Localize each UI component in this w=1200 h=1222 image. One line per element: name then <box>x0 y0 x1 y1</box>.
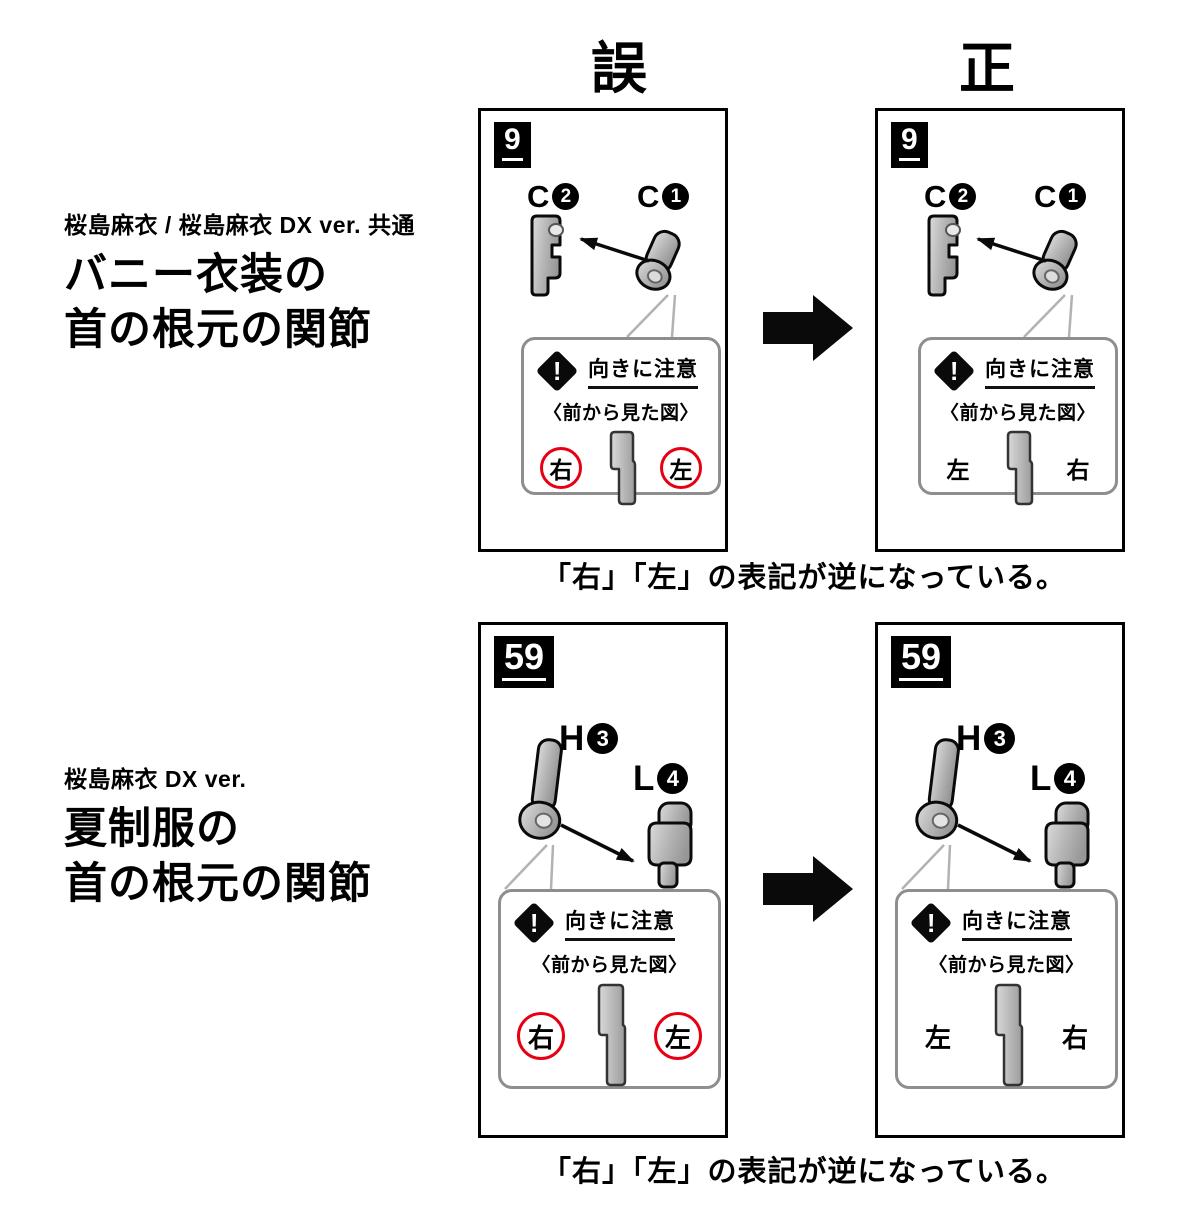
wrong-to-correct-arrow <box>763 856 853 922</box>
section1-label: 桜島麻衣 / 桜島麻衣 DX ver. 共通 バニー衣装の 首の根元の関節 <box>64 206 415 358</box>
part-illustration-c1 <box>1032 229 1078 291</box>
part-letter: C <box>637 179 660 214</box>
front-view-row: 右 左 <box>501 977 718 1091</box>
side-label-left: 右 <box>540 447 582 489</box>
front-view-part <box>1006 430 1034 506</box>
warning-header: ! 向きに注意 <box>501 892 718 945</box>
part-letter: C <box>1034 179 1057 214</box>
part-number-circle: 3 <box>984 723 1016 754</box>
header-correct: 正 <box>959 37 1017 100</box>
front-view-row: 右 左 <box>524 425 718 507</box>
orientation-warning-box: ! 向きに注意 〈前から見た図〉 左 右 <box>918 337 1118 506</box>
warning-title: 向きに注意 <box>565 905 675 941</box>
warning-subtitle: 〈前から見た図〉 <box>531 955 688 976</box>
part-letter: L <box>633 759 655 798</box>
errata-caption-1: 「右」「左」の表記が逆になっている。 <box>541 562 1067 594</box>
part-illustration-l4 <box>647 801 693 889</box>
front-view-row: 左 右 <box>898 977 1115 1091</box>
part-letter: L <box>1030 759 1052 798</box>
warning-subtitle: 〈前から見た図〉 <box>542 403 699 424</box>
header-wrong: 誤 <box>591 37 649 100</box>
side-label-right: 左 <box>660 447 702 489</box>
step-number-badge: 9 <box>891 122 928 168</box>
section2-label: 桜島麻衣 DX ver. 夏制服の 首の根元の関節 <box>64 760 372 912</box>
orientation-warning-box: ! 向きに注意 〈前から見た図〉 左 右 <box>895 889 1118 1089</box>
assembly-arrow <box>976 237 1047 263</box>
step-number-badge: 59 <box>494 636 555 688</box>
warning-diamond-icon: ! <box>932 349 976 393</box>
assembly-arrow <box>560 823 635 863</box>
section2-title-line2: 首の根元の関節 <box>64 860 372 909</box>
front-view-part <box>994 983 1023 1087</box>
step-number-badge: 59 <box>891 636 952 688</box>
warning-header: ! 向きに注意 <box>921 340 1115 393</box>
part-letter: H <box>559 719 585 758</box>
section2-title-line1: 夏制服の <box>64 805 240 853</box>
orientation-warning-box: ! 向きに注意 〈前から見た図〉 右 左 <box>498 889 721 1089</box>
part-illustration-l4 <box>1044 801 1090 889</box>
warning-header: ! 向きに注意 <box>898 892 1115 945</box>
part-number-circle: 3 <box>587 723 619 754</box>
warning-diamond-icon: ! <box>512 901 556 945</box>
warning-diamond-icon: ! <box>535 349 579 393</box>
part-illustration-c2 <box>530 214 564 297</box>
side-label-left: 左 <box>946 457 970 483</box>
errata-caption-2: 「右」「左」の表記が逆になっている。 <box>541 1156 1067 1188</box>
front-view-part <box>597 983 626 1087</box>
part-letter: C <box>527 179 550 214</box>
part-number-circle: 2 <box>949 183 977 210</box>
side-label-left: 右 <box>517 1012 565 1060</box>
side-label-right: 右 <box>1066 457 1090 483</box>
wrong-to-correct-arrow <box>763 295 853 361</box>
section1-title: バニー衣装の 首の根元の関節 <box>64 248 415 358</box>
section1-title-line2: 首の根元の関節 <box>64 306 372 355</box>
warning-subtitle: 〈前から見た図〉 <box>939 403 1096 424</box>
part-number-circle: 1 <box>662 183 690 210</box>
side-label-right: 左 <box>654 1012 702 1060</box>
warning-title: 向きに注意 <box>588 353 698 389</box>
warning-title: 向きに注意 <box>962 905 1072 941</box>
front-view-row: 左 右 <box>921 425 1115 507</box>
part-number-circle: 4 <box>1054 763 1086 794</box>
part-letter: C <box>924 179 947 214</box>
section1-product-label: 桜島麻衣 / 桜島麻衣 DX ver. 共通 <box>64 212 415 238</box>
warning-header: ! 向きに注意 <box>524 340 718 393</box>
part-illustration-c2 <box>927 214 961 297</box>
section1-title-line1: バニー衣装の <box>64 251 328 299</box>
side-label-right: 右 <box>1061 1022 1088 1053</box>
assembly-arrow <box>957 823 1032 863</box>
side-label-left: 左 <box>924 1022 951 1053</box>
part-number-circle: 1 <box>1059 183 1087 210</box>
part-illustration-c1 <box>635 229 681 291</box>
orientation-warning-box: ! 向きに注意 〈前から見た図〉 右 左 <box>521 337 721 506</box>
warning-subtitle: 〈前から見た図〉 <box>928 955 1085 976</box>
step-number-badge: 9 <box>494 122 531 168</box>
warning-title: 向きに注意 <box>985 353 1095 389</box>
front-view-part <box>609 430 637 506</box>
warning-diamond-icon: ! <box>909 901 953 945</box>
section2-title: 夏制服の 首の根元の関節 <box>64 802 372 912</box>
part-number-circle: 2 <box>552 183 580 210</box>
assembly-arrow <box>579 237 650 263</box>
part-number-circle: 4 <box>657 763 689 794</box>
section2-product-label: 桜島麻衣 DX ver. <box>64 766 247 792</box>
part-letter: H <box>956 719 982 758</box>
